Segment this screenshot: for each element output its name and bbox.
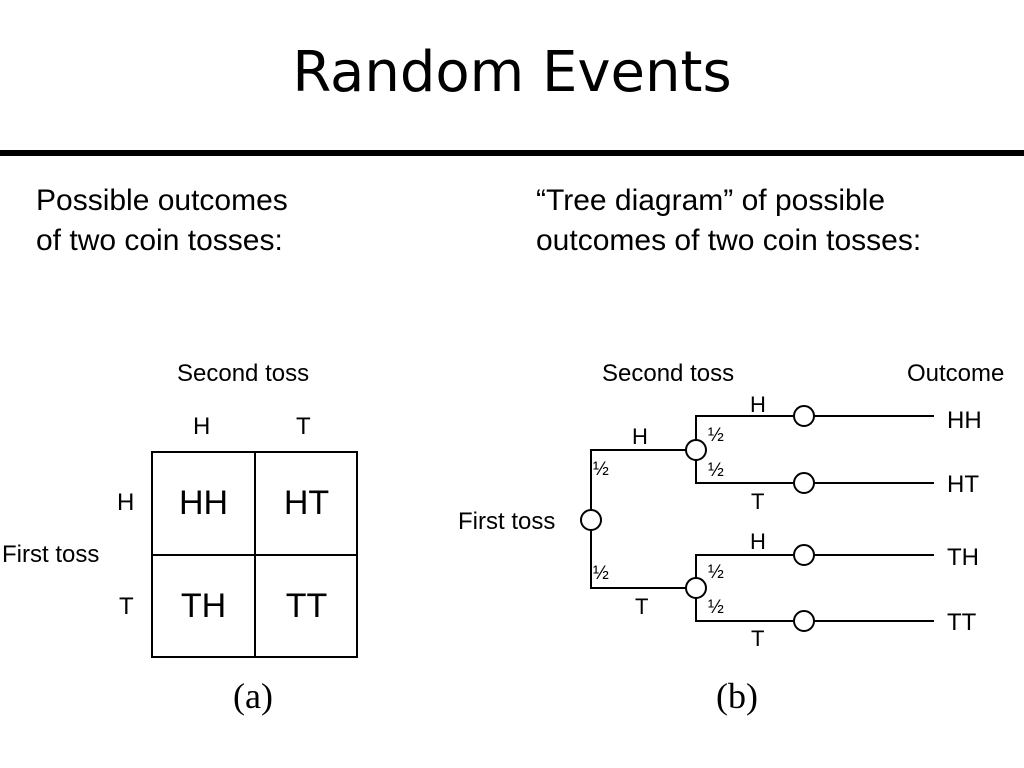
node-second-lower: [685, 577, 707, 599]
first-branch-label-t: T: [635, 594, 649, 619]
tree-second-toss-header: Second toss: [602, 360, 735, 387]
outcome-table: HH HT TH TT: [151, 451, 358, 658]
table-col-label-t: T: [296, 413, 311, 440]
title-divider: [0, 150, 1024, 156]
table-row-header: First toss: [2, 541, 100, 568]
root-node: [580, 509, 602, 531]
branch-second-ht: [695, 460, 793, 484]
first-branch-prob-h: ½: [593, 459, 609, 480]
branch-first-h: [590, 449, 686, 510]
second-branch-label-hh: H: [750, 392, 766, 417]
second-branch-prob-ht: ½: [708, 460, 724, 481]
table-col-label-h: H: [193, 413, 211, 440]
second-branch-label-th: H: [750, 529, 766, 554]
tree-outcome-header: Outcome: [907, 360, 1005, 387]
left-caption: Possible outcomes of two coin tosses:: [36, 181, 288, 261]
panel-label-b: (b): [716, 676, 758, 716]
branch-second-th: [695, 554, 793, 578]
first-branch-label-h: H: [632, 424, 648, 449]
right-caption: “Tree diagram” of possible outcomes of t…: [536, 181, 921, 261]
right-caption-line-1: “Tree diagram” of possible: [536, 184, 886, 217]
second-branch-prob-th: ½: [708, 562, 724, 583]
slide-title: Random Events: [292, 40, 732, 105]
second-branch-label-tt: T: [751, 626, 765, 651]
outcome-label-tt: TT: [947, 609, 977, 636]
leaf-node-ht: [793, 472, 815, 494]
outcome-label-ht: HT: [947, 471, 979, 498]
branch-second-hh: [695, 415, 793, 440]
tree-root-label: First toss: [458, 508, 556, 535]
leaf-node-th: [793, 544, 815, 566]
first-branch-prob-t: ½: [593, 563, 609, 584]
branch-first-t: [590, 530, 686, 589]
leaf-node-tt: [793, 610, 815, 632]
panel-label-a: (a): [233, 676, 273, 716]
node-second-upper: [685, 439, 707, 461]
table-column-header: Second toss: [177, 360, 310, 387]
second-branch-prob-tt: ½: [708, 597, 724, 618]
table-cell-tt: TT: [285, 587, 328, 625]
table-row-label-t: T: [119, 593, 134, 620]
left-caption-line-2: of two coin tosses:: [36, 224, 283, 257]
outcome-label-hh: HH: [947, 407, 982, 434]
second-branch-label-ht: T: [751, 489, 765, 514]
table-cell-hh: HH: [178, 484, 229, 522]
table-cell-th: TH: [180, 587, 227, 625]
leaf-node-hh: [793, 405, 815, 427]
branch-second-tt: [695, 598, 793, 622]
table-divider-horizontal: [153, 554, 356, 556]
outcome-label-th: TH: [947, 544, 979, 571]
table-cell-ht: HT: [283, 484, 330, 522]
table-row-label-h: H: [117, 489, 135, 516]
right-caption-line-2: outcomes of two coin tosses:: [536, 224, 922, 257]
second-branch-prob-hh: ½: [708, 425, 724, 446]
left-caption-line-1: Possible outcomes: [36, 184, 288, 217]
